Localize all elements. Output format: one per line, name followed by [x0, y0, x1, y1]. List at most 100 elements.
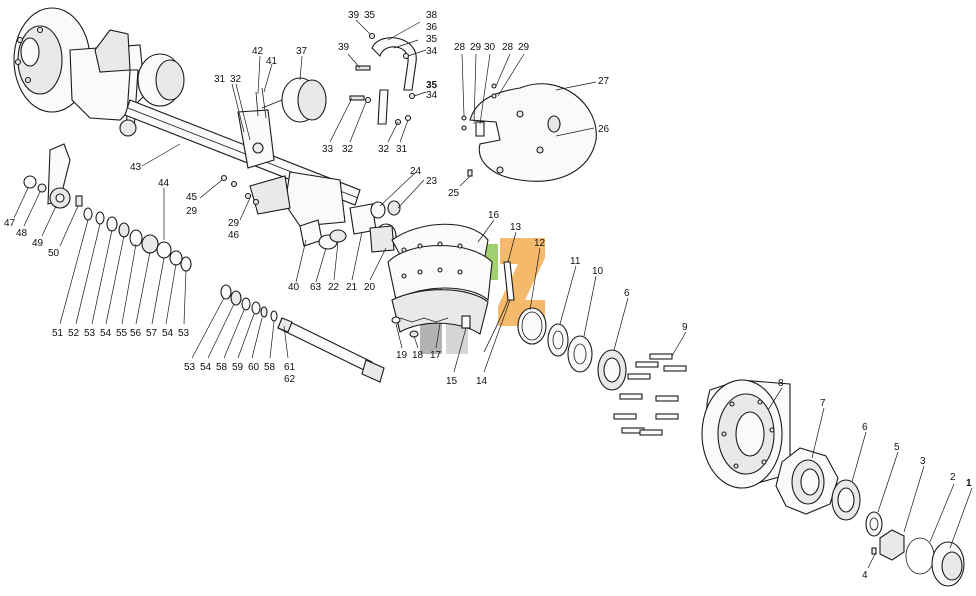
- callout-32b: 32: [342, 144, 354, 155]
- callout-19: 19: [396, 350, 408, 361]
- bearing-6b-inner: [837, 487, 855, 513]
- seal-24: [387, 200, 401, 216]
- nut-34: [402, 52, 410, 60]
- wheel-stud-9: [619, 393, 643, 400]
- callout-15: 15: [446, 376, 458, 387]
- rivet: [437, 267, 443, 273]
- callout-39a: 39: [348, 10, 360, 21]
- leader-49: [41, 205, 57, 237]
- callout-36: 36: [426, 22, 438, 33]
- seal-54b: [169, 250, 183, 266]
- leader-63: [315, 247, 327, 283]
- washer-32b: [404, 114, 412, 122]
- leader-42: [257, 55, 261, 95]
- callout-6b: 6: [862, 422, 868, 433]
- seal-23: [370, 201, 386, 219]
- leader-28b: [495, 53, 511, 87]
- clip-15: [461, 315, 471, 329]
- axle-nut-3: [879, 529, 905, 561]
- pin-41: [261, 87, 267, 119]
- leader-52: [75, 223, 101, 325]
- drum-bolt-hole: [769, 427, 775, 433]
- leader-28a: [461, 53, 465, 117]
- washer-59: [251, 301, 261, 315]
- callout-31b: 31: [396, 144, 408, 155]
- leader-54b: [165, 263, 177, 325]
- wheel-stud-9: [627, 373, 651, 380]
- washer-5-inner: [869, 517, 879, 531]
- washer-32: [364, 96, 372, 104]
- leader-4: [867, 551, 877, 569]
- leader-57: [151, 257, 165, 325]
- callout-7: 7: [820, 398, 826, 409]
- return-spring-17: [399, 317, 449, 323]
- washer-29b: [491, 93, 497, 99]
- left-slack-adjuster-hub: [119, 119, 137, 137]
- callout-54a: 54: [100, 328, 112, 339]
- callout-10: 10: [592, 266, 604, 277]
- callout-53a: 53: [84, 328, 96, 339]
- drum-bolt-hole: [733, 463, 739, 469]
- brake-chamber-pushrod: [261, 99, 283, 109]
- brake-spider: [284, 171, 346, 227]
- callout-45: 45: [186, 192, 198, 203]
- bushing-22: [329, 229, 347, 243]
- leader-31a: [231, 83, 245, 133]
- callout-17: 17: [430, 350, 442, 361]
- callout-20: 20: [364, 282, 376, 293]
- leader-59: [237, 313, 255, 359]
- wheel-stud-9: [663, 365, 687, 372]
- callout-16: 16: [488, 210, 500, 221]
- pin-42: [255, 91, 259, 117]
- tone-ring-12: [517, 307, 547, 345]
- leader-39a: [355, 19, 371, 35]
- leader-1: [949, 487, 973, 549]
- bolt-33: [349, 95, 365, 101]
- callout-27: 27: [598, 76, 610, 87]
- washer-58: [241, 297, 251, 311]
- leader-22: [333, 241, 339, 281]
- callout-43: 43: [130, 162, 142, 173]
- leader-27: [555, 81, 597, 91]
- leader-54a: [105, 235, 125, 325]
- callout-60: 60: [248, 362, 260, 373]
- callout-63: 63: [310, 282, 322, 293]
- leader-47: [13, 187, 29, 219]
- cam-tube: [369, 225, 395, 253]
- nut-47: [23, 175, 37, 189]
- leader-36: [393, 39, 419, 49]
- callout-55: 55: [116, 328, 128, 339]
- washer-10: [567, 335, 593, 373]
- center-bracket-hole: [252, 142, 264, 154]
- drum-bolt-hole: [757, 399, 763, 405]
- leader-51: [59, 219, 89, 325]
- callout-9: 9: [682, 322, 688, 333]
- callout-54b: 54: [162, 328, 174, 339]
- bolt-39: [355, 65, 371, 71]
- callout-34a: 34: [426, 46, 438, 57]
- callout-31a: 31: [214, 74, 226, 85]
- leader-29a: [473, 53, 477, 125]
- bearing-6a-inner: [603, 357, 621, 383]
- pin-4: [871, 547, 877, 555]
- brake-drum-center: [735, 411, 765, 457]
- leader-34a: [407, 49, 427, 57]
- chamber-strap-36: [371, 37, 417, 91]
- leader-55: [121, 243, 137, 325]
- leader-58a: [223, 309, 245, 359]
- rivet: [437, 241, 443, 247]
- wheel-hub-7-center: [800, 468, 820, 496]
- slack-adjuster-spline: [55, 193, 65, 203]
- wheel-stud-9: [613, 413, 637, 420]
- washer-29: [461, 125, 467, 131]
- nut-35: [368, 32, 376, 40]
- chamber-bracket: [249, 175, 291, 215]
- leader-31b: [399, 119, 409, 143]
- camshaft-group: [220, 284, 385, 383]
- dust-shield-bracket: [547, 115, 561, 133]
- leader-21: [351, 231, 363, 281]
- leader-30: [479, 53, 491, 125]
- callout-41: 41: [266, 56, 278, 67]
- nut-46b: [252, 198, 260, 206]
- o-ring-2: [905, 537, 935, 575]
